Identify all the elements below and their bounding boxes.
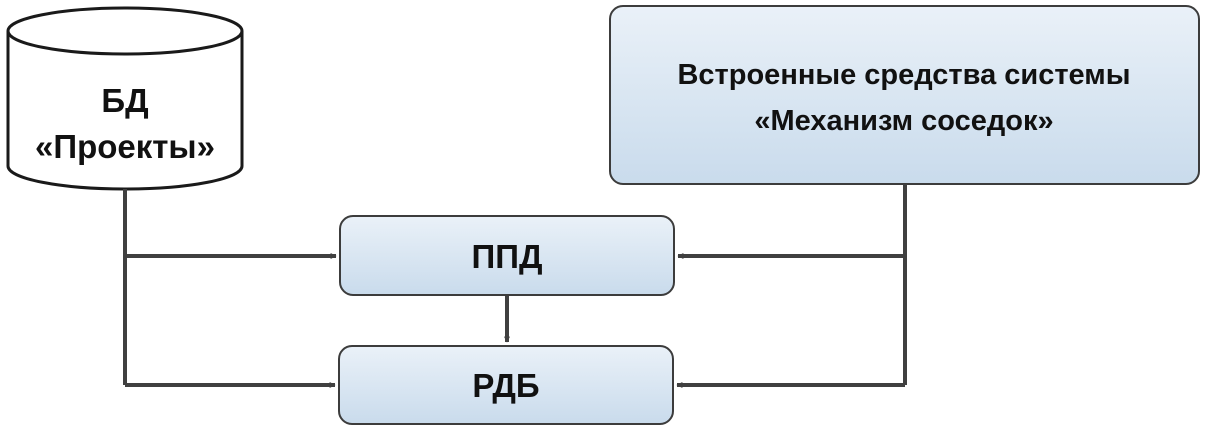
ppd-node: ППД bbox=[339, 215, 675, 296]
system-tools-node: Встроенные средства системы «Механизм со… bbox=[609, 5, 1200, 185]
database-label-line1: БД bbox=[101, 82, 148, 119]
system-tools-label-line1: Встроенные средства системы bbox=[677, 59, 1130, 91]
database-connectors bbox=[123, 189, 337, 388]
database-label-line2: «Проекты» bbox=[35, 128, 215, 165]
ppd-label: ППД bbox=[472, 238, 543, 275]
database-node: БД «Проекты» bbox=[6, 6, 244, 191]
rdb-label: РДБ bbox=[472, 367, 539, 404]
rdb-node: РДБ bbox=[338, 345, 674, 425]
ppd-box bbox=[339, 215, 675, 296]
rdb-box bbox=[338, 345, 674, 425]
system-tools-connectors bbox=[676, 184, 907, 388]
database-cylinder-top bbox=[6, 6, 244, 56]
system-tools-label-line2: «Механизм соседок» bbox=[754, 105, 1053, 137]
database-cylinder-body bbox=[6, 31, 244, 191]
system-tools-box bbox=[609, 5, 1200, 185]
